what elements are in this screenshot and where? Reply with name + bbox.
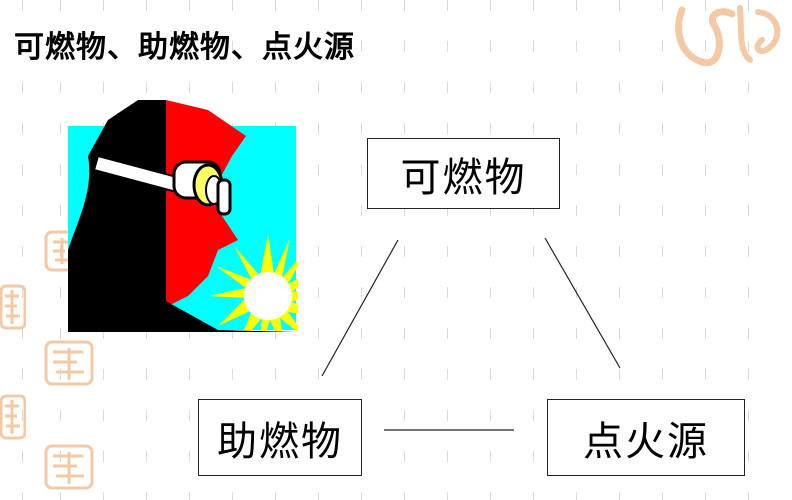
seal-stamp-icon (0, 394, 26, 440)
edge-combustible-oxidizer (321, 239, 399, 377)
slide-title: 可燃物、助燃物、点火源 (14, 30, 355, 65)
seal-stamp-icon (0, 284, 26, 330)
welder-with-goggles-icon (68, 100, 298, 332)
seal-stamp-icon (675, 5, 781, 67)
seal-stamp-icon (44, 340, 94, 386)
node-ignition: 点火源 (547, 399, 745, 476)
node-combustible: 可燃物 (367, 138, 560, 209)
node-oxidizer: 助燃物 (198, 399, 362, 476)
edge-combustible-ignition (544, 237, 621, 369)
seal-stamp-icon (44, 444, 94, 490)
